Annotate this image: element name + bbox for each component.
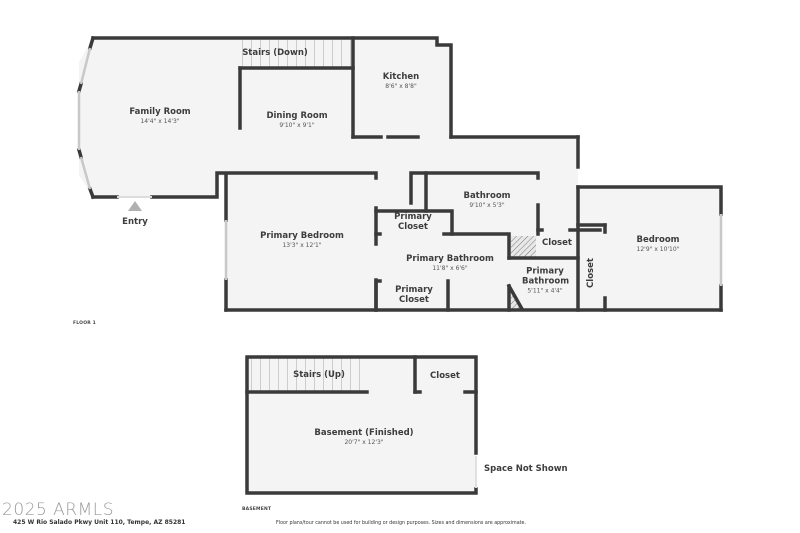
disclaimer: Floor plans/tour cannot be used for buil… (276, 521, 527, 526)
room-name: Dining Room (266, 111, 328, 122)
room-name: Closet (542, 238, 572, 249)
basement-label: BASEMENT (242, 507, 272, 512)
room-dimensions: 11'8" x 6'6" (432, 264, 468, 272)
watermark: 2025 ARMLS (2, 500, 115, 520)
room-name: Stairs (Up) (293, 370, 345, 381)
room-dimensions: 9'10" x 9'1" (279, 121, 315, 129)
room-name: Basement (Finished) (314, 428, 414, 439)
room-name: Family Room (129, 107, 191, 118)
room-primary-closet-lower: Primary Closet (394, 285, 434, 306)
room-dimensions: 8'6" x 8'8" (385, 82, 417, 90)
room-dimensions: 13'3" x 12'1" (282, 241, 322, 249)
entry-label: Entry (122, 217, 148, 227)
room-name: Stairs (Down) (242, 48, 308, 59)
room-stairs-down: Stairs (Down) (242, 48, 308, 59)
room-dimensions: 20'7" x 12'3" (344, 438, 384, 446)
room-primary-bedroom: Primary Bedroom 13'3" x 12'1" (260, 231, 344, 250)
floor1-walls (76, 35, 723, 312)
room-dimensions: 5'11" x 4'4" (527, 286, 563, 294)
room-bedroom: Bedroom 12'9" x 10'10" (636, 235, 680, 254)
room-closet: Closet (542, 238, 572, 249)
room-name: Primary Bathroom (522, 266, 570, 287)
room-dimensions: 12'9" x 10'10" (636, 245, 680, 253)
room-name: Closet (430, 371, 460, 382)
room-name: Bedroom (636, 235, 680, 246)
room-dining-room: Dining Room 9'10" x 9'1" (266, 111, 328, 130)
room-name: Closet (586, 258, 597, 288)
room-basement-finished: Basement (Finished) 20'7" x 12'3" (314, 428, 414, 447)
room-kitchen: Kitchen 8'6" x 8'8" (382, 72, 420, 91)
space-not-shown-note: Space Not Shown (484, 464, 568, 474)
room-bathroom: Bathroom 9'10" x 5'3" (463, 191, 511, 210)
room-basement-closet: Closet (430, 371, 460, 382)
floor1-label: FLOOR 1 (73, 321, 96, 326)
basement-walls (245, 355, 478, 495)
room-primary-bathroom: Primary Bathroom 11'8" x 6'6" (406, 254, 494, 273)
room-dimensions: 9'10" x 5'3" (469, 201, 505, 209)
stairs-down (240, 40, 353, 68)
room-stairs-up: Stairs (Up) (293, 370, 345, 381)
room-name: Primary Bathroom (406, 254, 494, 265)
room-primary-bathroom-small: Primary Bathroom 5'11" x 4'4" (522, 266, 570, 294)
stairs-up (249, 358, 361, 392)
room-bedroom-closet: Closet (586, 258, 597, 288)
room-name: Primary Closet (395, 285, 433, 305)
room-name: Kitchen (382, 72, 420, 83)
entry-arrow-icon (128, 201, 142, 211)
room-name: Bathroom (463, 191, 511, 202)
room-name: Primary Bedroom (260, 231, 344, 242)
room-dimensions: 14'4" x 14'3" (140, 117, 180, 125)
property-address: 425 W Rio Salado Pkwy Unit 110, Tempe, A… (13, 519, 186, 526)
room-name: Primary Closet (394, 212, 432, 232)
room-primary-closet-upper: Primary Closet (393, 212, 433, 233)
hatched-shaft (511, 236, 536, 257)
room-family-room: Family Room 14'4" x 14'3" (129, 107, 191, 126)
floor1-windows (77, 47, 723, 286)
